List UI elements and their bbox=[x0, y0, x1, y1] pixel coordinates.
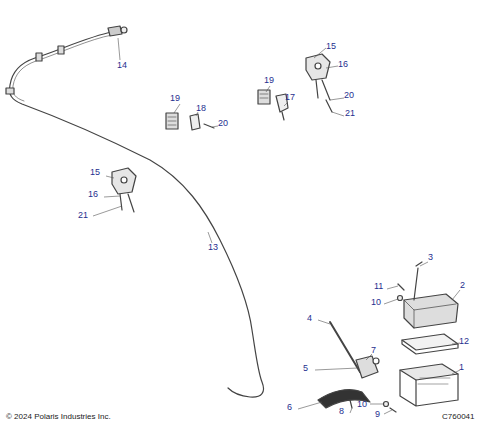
bracket bbox=[112, 168, 136, 194]
callout-number: 11 bbox=[374, 281, 383, 291]
callout-number: 10 bbox=[371, 297, 381, 307]
callout-number: 5 bbox=[303, 363, 308, 373]
drawing-number: C760041 bbox=[442, 412, 474, 422]
rod bbox=[330, 322, 360, 372]
callout-number: 9 bbox=[375, 409, 380, 419]
bracket bbox=[306, 54, 330, 80]
fitting-nut bbox=[121, 27, 127, 33]
callout-number: 14 bbox=[117, 60, 127, 70]
bolt bbox=[316, 80, 330, 100]
bolt bbox=[350, 400, 352, 408]
screw bbox=[204, 124, 214, 128]
hose-clip bbox=[58, 46, 64, 54]
callout-number: 17 bbox=[285, 92, 295, 102]
callout-number: 21 bbox=[345, 108, 355, 118]
fitting bbox=[108, 26, 122, 36]
callout-number: 10 bbox=[357, 399, 367, 409]
clamp bbox=[190, 114, 200, 130]
callout-number: 12 bbox=[459, 336, 469, 346]
callout-number: 16 bbox=[338, 59, 348, 69]
callout-number: 3 bbox=[428, 252, 433, 262]
callout-number: 4 bbox=[307, 313, 312, 323]
grommet bbox=[166, 113, 178, 129]
bolt bbox=[120, 194, 134, 212]
copyright-note: © 2024 Polaris Industries Inc. bbox=[6, 412, 111, 422]
hose-line bbox=[10, 32, 264, 397]
pad bbox=[402, 334, 458, 350]
hose-clip bbox=[6, 88, 14, 94]
bolt bbox=[414, 262, 422, 300]
callout-number: 1 bbox=[459, 362, 464, 372]
nut bbox=[326, 100, 332, 112]
callout-number: 16 bbox=[88, 189, 98, 199]
callout-number: 15 bbox=[326, 41, 336, 51]
hose-clip bbox=[36, 53, 42, 61]
callout-number: 15 bbox=[90, 167, 100, 177]
callout-number: 2 bbox=[460, 280, 465, 290]
callout-number: 13 bbox=[208, 242, 218, 252]
callout-number: 6 bbox=[287, 402, 292, 412]
hold-down bbox=[404, 294, 458, 328]
leader-lines bbox=[93, 38, 460, 414]
callout-number: 21 bbox=[78, 210, 88, 220]
grommet bbox=[258, 90, 270, 104]
callout-number: 8 bbox=[339, 406, 344, 416]
battery bbox=[400, 364, 458, 380]
callout-number: 18 bbox=[196, 103, 206, 113]
bracket bbox=[318, 390, 370, 408]
callout-number: 20 bbox=[218, 118, 228, 128]
screw bbox=[282, 112, 284, 120]
washer bbox=[398, 284, 404, 290]
callout-number: 20 bbox=[344, 90, 354, 100]
callout-number: 19 bbox=[264, 75, 274, 85]
callout-number: 19 bbox=[170, 93, 180, 103]
hose-line-edge bbox=[13, 35, 112, 101]
callout-number: 7 bbox=[371, 345, 376, 355]
